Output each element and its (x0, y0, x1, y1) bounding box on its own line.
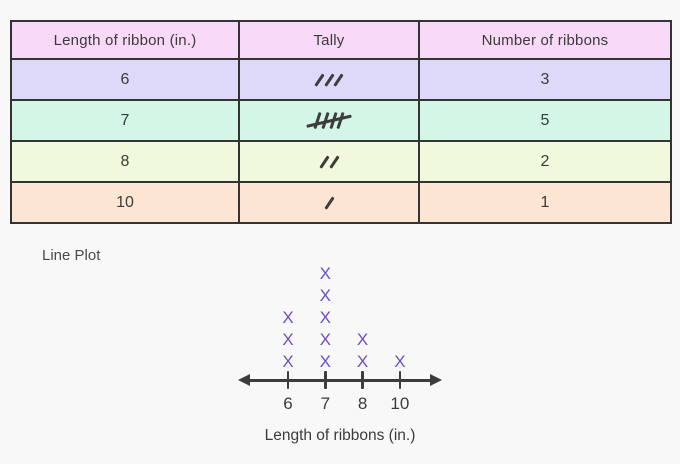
tally-cell (238, 181, 420, 224)
tally-stroke (314, 72, 325, 87)
x-mark-stack-10: X (385, 351, 415, 373)
count-cell: 1 (418, 181, 672, 224)
x-axis-label: Length of ribbons (in.) (264, 427, 416, 444)
x-marker: X (356, 352, 369, 371)
axis-arrow-right-icon (430, 374, 442, 386)
tick-label-8: 8 (357, 394, 368, 413)
tally-cell (238, 58, 420, 101)
tally-stroke (328, 154, 339, 169)
x-marker: X (319, 352, 331, 371)
count-cell: 2 (418, 140, 672, 183)
tick-label-10: 10 (390, 394, 410, 413)
column-header-2: Number of ribbons (418, 20, 672, 60)
table-row-10: 10 1 (10, 181, 672, 224)
x-marker: X (282, 330, 294, 349)
tick-mark-8 (361, 371, 364, 389)
x-marker: X (356, 330, 369, 349)
tally-stroke (319, 154, 330, 169)
length-cell: 6 (10, 58, 240, 101)
tally-marks-2 (241, 151, 417, 173)
column-header-1: Tally (238, 20, 420, 60)
tally-cell (238, 99, 420, 142)
tally-cell (238, 140, 420, 183)
length-cell: 10 (10, 181, 240, 224)
tick-mark-6 (286, 371, 290, 389)
column-header-0: Length of ribbon (in.) (10, 20, 240, 60)
x-marker: X (282, 308, 294, 327)
tally-strike-stroke (306, 114, 352, 127)
axis-arrow-left-icon (238, 374, 250, 386)
line-plot-title: Line Plot (42, 247, 101, 264)
tally-stroke (313, 112, 322, 129)
tally-stroke (324, 195, 334, 210)
tally-marks-3 (241, 69, 417, 91)
x-marker: X (319, 330, 331, 349)
tick-mark-7 (324, 371, 327, 389)
x-marker: X (319, 264, 331, 283)
x-marker: X (282, 352, 294, 371)
count-cell: 3 (418, 58, 672, 101)
x-marker: X (319, 286, 331, 305)
tick-label-7: 7 (320, 394, 331, 413)
tick-label-6: 6 (283, 394, 293, 413)
count-cell: 5 (418, 99, 672, 142)
length-cell: 7 (10, 99, 240, 142)
number-line (246, 379, 434, 382)
length-cell: 8 (10, 140, 240, 183)
tally-marks-5 (241, 110, 417, 132)
tick-mark-10 (398, 371, 402, 389)
x-marker: X (319, 308, 331, 327)
tally-stroke (333, 72, 344, 87)
tally-stroke (336, 112, 345, 129)
x-marker: X (394, 352, 406, 371)
tally-marks-1 (241, 192, 417, 214)
